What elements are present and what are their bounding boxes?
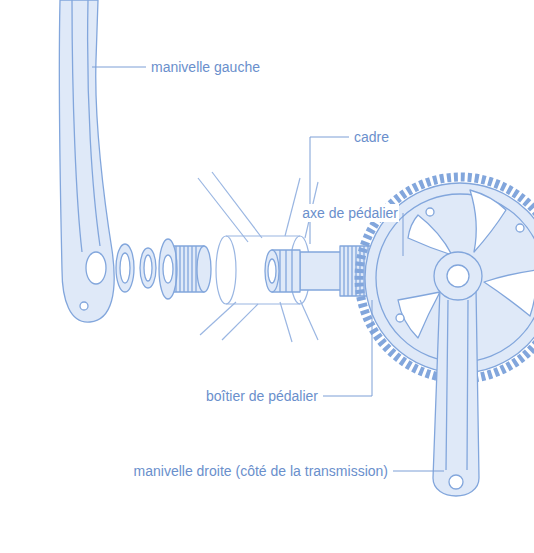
leader-line [92, 67, 444, 471]
part-label: axe de pédalier [301, 204, 399, 222]
frame-outline [198, 172, 318, 342]
washer [116, 244, 156, 292]
part-label: manivelle gauche [150, 58, 261, 76]
left-cup [159, 239, 211, 299]
part-label: manivelle droite (côté de la transmissio… [133, 462, 389, 480]
right-crank [433, 252, 482, 496]
left-crank [59, 0, 114, 322]
part-label: cadre [353, 128, 390, 146]
part-label: boîtier de pédalier [205, 387, 319, 405]
